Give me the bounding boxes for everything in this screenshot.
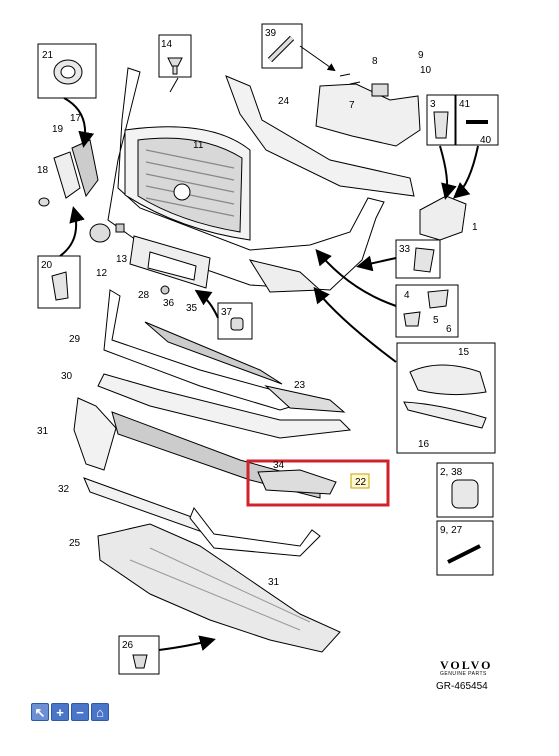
inset-41-40: 41 40: [455, 94, 499, 146]
inset-26: 26: [118, 635, 160, 675]
label-20: 20: [41, 260, 53, 271]
inset-37: 37: [217, 302, 253, 340]
label-6: 6: [446, 324, 452, 335]
inset-4-5-6: 4 5 6: [395, 284, 459, 338]
label-31b: 31: [268, 577, 280, 588]
label-3: 3: [430, 99, 436, 110]
label-35: 35: [186, 303, 198, 314]
label-18: 18: [37, 165, 49, 176]
beam-24: [225, 75, 415, 197]
label-7: 7: [349, 100, 355, 111]
label-34: 34: [273, 460, 285, 471]
label-41: 41: [459, 99, 471, 110]
upper-bumper: [107, 67, 385, 293]
brand-logo: VOLVO: [440, 658, 493, 672]
label-36: 36: [163, 298, 175, 309]
label-10: 10: [420, 65, 432, 76]
label-26: 26: [122, 640, 134, 651]
viewer-toolbar: ↖ + − ⌂: [31, 703, 109, 721]
lower-parts: [73, 289, 352, 557]
inset-9-27: 9, 27: [436, 520, 494, 576]
label-4: 4: [404, 290, 410, 301]
inset-15-16: 15 16: [396, 342, 496, 454]
label-31a: 31: [37, 426, 49, 437]
label-5: 5: [433, 315, 439, 326]
inset-2-38: 2, 38: [436, 462, 494, 518]
label-9: 9: [418, 50, 424, 61]
home-icon[interactable]: ⌂: [91, 703, 109, 721]
inset-39: 39: [261, 23, 303, 69]
label-14: 14: [161, 39, 173, 50]
label-9-27: 9, 27: [440, 525, 463, 536]
label-13: 13: [116, 254, 128, 265]
leader-lines: [59, 45, 479, 651]
label-40: 40: [480, 135, 492, 146]
label-29: 29: [69, 334, 81, 345]
label-17: 17: [70, 113, 82, 124]
bracket-1: [419, 195, 467, 241]
label-16: 16: [418, 439, 430, 450]
plate-holder-35: [129, 235, 211, 295]
label-28: 28: [138, 290, 150, 301]
label-22: 22: [355, 477, 367, 488]
label-12: 12: [96, 268, 108, 279]
zoom-in-icon[interactable]: +: [51, 703, 69, 721]
zoom-out-icon[interactable]: −: [71, 703, 89, 721]
inset-21: 21: [37, 43, 97, 99]
label-39: 39: [265, 28, 277, 39]
label-25: 25: [69, 538, 81, 549]
inset-14: 14: [158, 34, 192, 78]
label-30: 30: [61, 371, 73, 382]
label-8: 8: [372, 56, 378, 67]
diagram-reference: GR-465454: [436, 681, 488, 692]
highlight-box: [246, 459, 390, 507]
callout-22-box: [350, 473, 370, 489]
label-15: 15: [458, 347, 470, 358]
label-23: 23: [294, 380, 306, 391]
label-19: 19: [52, 124, 64, 135]
inset-3: 3: [426, 94, 456, 146]
inset-20: 20: [37, 255, 81, 309]
inset-33: 33: [395, 239, 441, 279]
emblem-12-13: [89, 223, 125, 243]
label-37: 37: [221, 307, 233, 318]
bracket-7-8: [315, 83, 421, 147]
label-32: 32: [58, 484, 70, 495]
label-21: 21: [42, 50, 54, 61]
undertray-25: [97, 523, 341, 653]
label-2-38: 2, 38: [440, 467, 463, 478]
label-1: 1: [472, 222, 478, 233]
brand-tagline: GENUINE PARTS: [440, 671, 487, 677]
cursor-icon[interactable]: ↖: [31, 703, 49, 721]
label-24: 24: [278, 96, 290, 107]
label-33: 33: [399, 244, 411, 255]
label-11: 11: [193, 140, 204, 151]
